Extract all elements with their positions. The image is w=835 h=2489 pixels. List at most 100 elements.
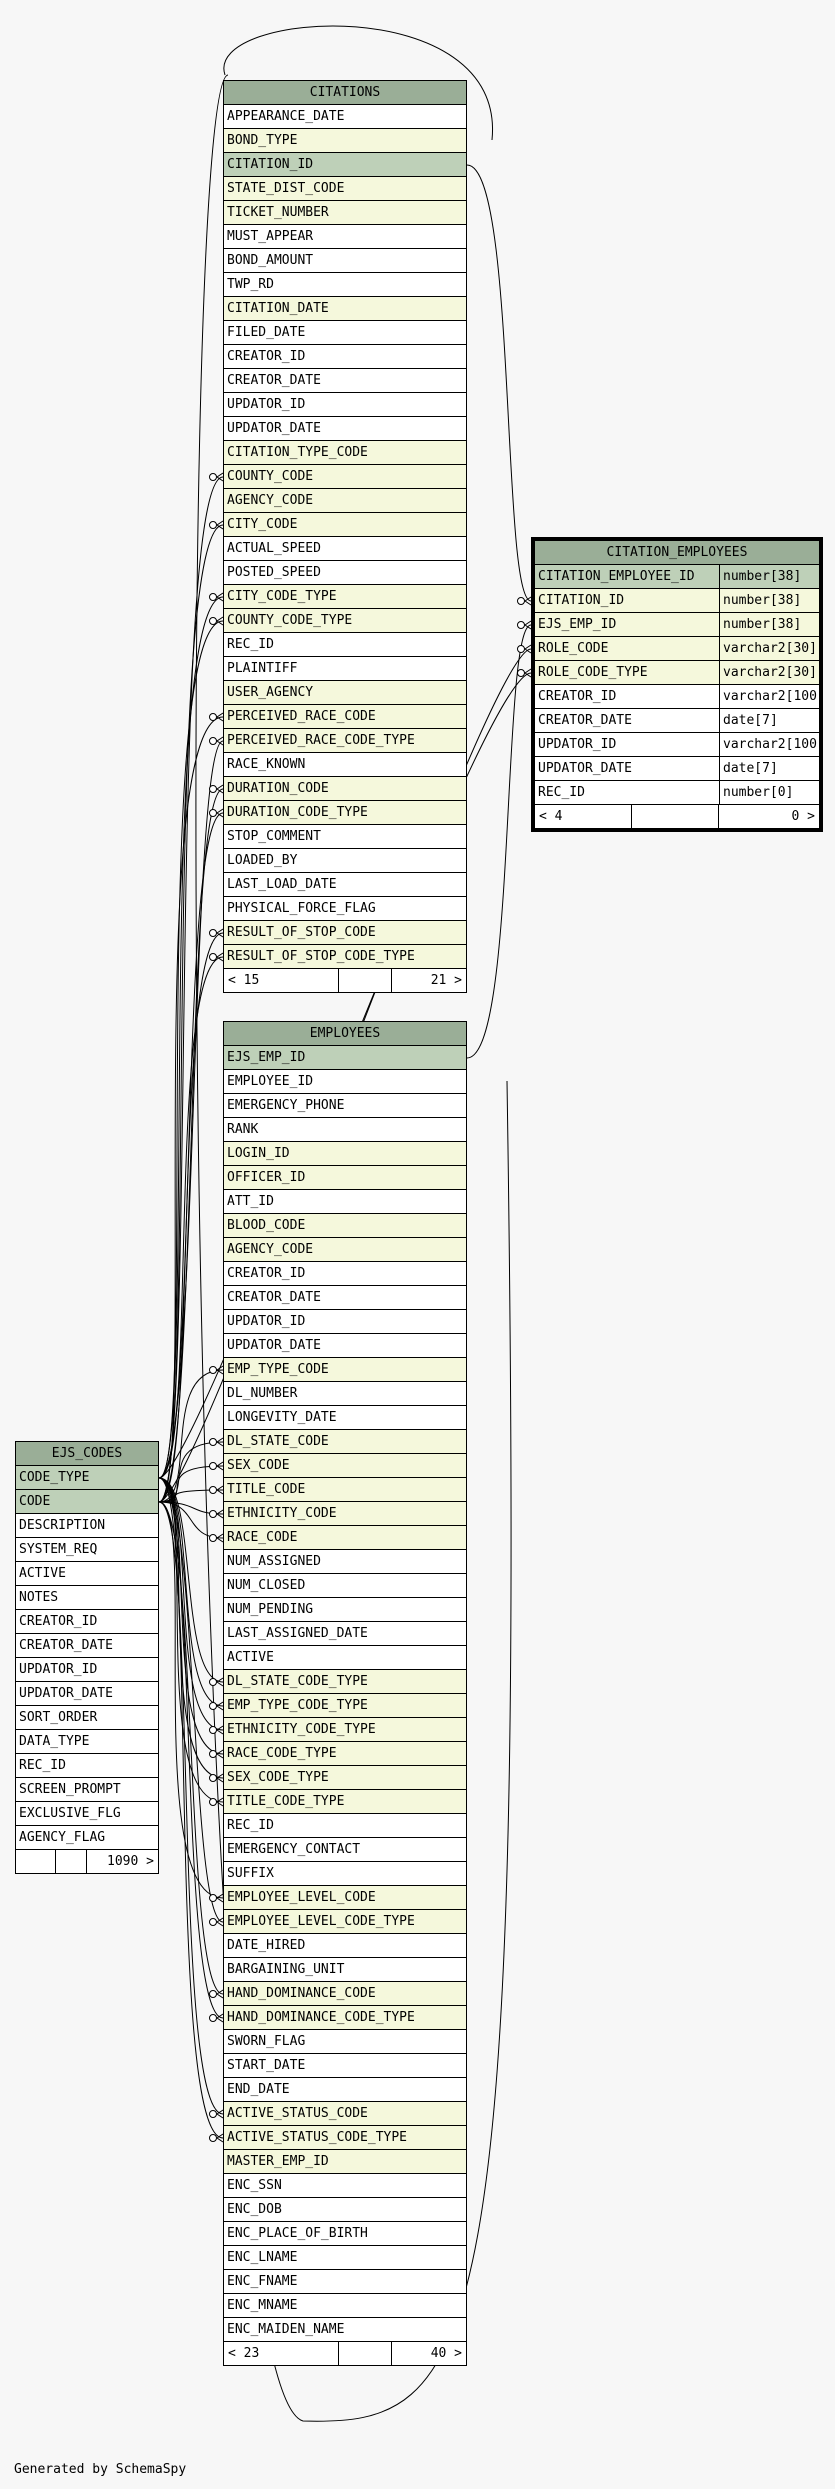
column-row-bond-amount[interactable]: BOND_AMOUNT xyxy=(224,249,466,273)
column-row-longevity-date[interactable]: LONGEVITY_DATE xyxy=(224,1406,466,1430)
column-row-race-code-type[interactable]: RACE_CODE_TYPE xyxy=(224,1742,466,1766)
column-row-active[interactable]: ACTIVE xyxy=(16,1562,158,1586)
column-row-suffix[interactable]: SUFFIX xyxy=(224,1862,466,1886)
column-row-citation-type-code[interactable]: CITATION_TYPE_CODE xyxy=(224,441,466,465)
column-row-ethnicity-code[interactable]: ETHNICITY_CODE xyxy=(224,1502,466,1526)
column-row-bargaining-unit[interactable]: BARGAINING_UNIT xyxy=(224,1958,466,1982)
column-row-agency-flag[interactable]: AGENCY_FLAG xyxy=(16,1826,158,1850)
column-row-dl-state-code-type[interactable]: DL_STATE_CODE_TYPE xyxy=(224,1670,466,1694)
column-row-rec-id[interactable]: REC_ID xyxy=(224,1814,466,1838)
column-row-rec-id[interactable]: REC_ID xyxy=(224,633,466,657)
column-row-updator-id[interactable]: UPDATOR_ID xyxy=(224,1310,466,1334)
column-row-enc-dob[interactable]: ENC_DOB xyxy=(224,2198,466,2222)
column-row-hand-dominance-code[interactable]: HAND_DOMINANCE_CODE xyxy=(224,1982,466,2006)
column-row-stop-comment[interactable]: STOP_COMMENT xyxy=(224,825,466,849)
column-row-city-code[interactable]: CITY_CODE xyxy=(224,513,466,537)
column-row-result-of-stop-code-type[interactable]: RESULT_OF_STOP_CODE_TYPE xyxy=(224,945,466,969)
column-row-user-agency[interactable]: USER_AGENCY xyxy=(224,681,466,705)
column-row-employee-level-code[interactable]: EMPLOYEE_LEVEL_CODE xyxy=(224,1886,466,1910)
column-row-last-load-date[interactable]: LAST_LOAD_DATE xyxy=(224,873,466,897)
column-row-perceived-race-code-type[interactable]: PERCEIVED_RACE_CODE_TYPE xyxy=(224,729,466,753)
footer-children[interactable]: 1090 > xyxy=(107,1854,154,1869)
column-row-date-hired[interactable]: DATE_HIRED xyxy=(224,1934,466,1958)
table-title[interactable]: EMPLOYEES xyxy=(224,1022,466,1046)
column-row-creator-id[interactable]: CREATOR_ID xyxy=(16,1610,158,1634)
column-row-county-code-type[interactable]: COUNTY_CODE_TYPE xyxy=(224,609,466,633)
column-row-data-type[interactable]: DATA_TYPE xyxy=(16,1730,158,1754)
column-row-race-known[interactable]: RACE_KNOWN xyxy=(224,753,466,777)
column-row-rec-id[interactable]: REC_ID xyxy=(16,1754,158,1778)
footer-parents[interactable] xyxy=(16,1850,56,1873)
column-row-creator-id[interactable]: CREATOR_ID xyxy=(224,345,466,369)
footer-children[interactable]: 40 > xyxy=(430,2346,462,2361)
column-row-num-closed[interactable]: NUM_CLOSED xyxy=(224,1574,466,1598)
column-row-sex-code-type[interactable]: SEX_CODE_TYPE xyxy=(224,1766,466,1790)
column-row-agency-code[interactable]: AGENCY_CODE xyxy=(224,1238,466,1262)
column-row-citation-id[interactable]: CITATION_ID xyxy=(224,153,466,177)
column-row-agency-code[interactable]: AGENCY_CODE xyxy=(224,489,466,513)
column-row-title-code-type[interactable]: TITLE_CODE_TYPE xyxy=(224,1790,466,1814)
column-row-emp-type-code-type[interactable]: EMP_TYPE_CODE_TYPE xyxy=(224,1694,466,1718)
column-row-bond-type[interactable]: BOND_TYPE xyxy=(224,129,466,153)
column-row-ethnicity-code-type[interactable]: ETHNICITY_CODE_TYPE xyxy=(224,1718,466,1742)
column-row-creator-date[interactable]: CREATOR_DATE xyxy=(224,369,466,393)
column-row-citation-date[interactable]: CITATION_DATE xyxy=(224,297,466,321)
column-row-end-date[interactable]: END_DATE xyxy=(224,2078,466,2102)
column-row-loaded-by[interactable]: LOADED_BY xyxy=(224,849,466,873)
column-row-code-type[interactable]: CODE_TYPE xyxy=(16,1466,158,1490)
column-row-ticket-number[interactable]: TICKET_NUMBER xyxy=(224,201,466,225)
footer-parents[interactable]: < 4 xyxy=(535,805,632,828)
column-row-screen-prompt[interactable]: SCREEN_PROMPT xyxy=(16,1778,158,1802)
column-row-att-id[interactable]: ATT_ID xyxy=(224,1190,466,1214)
column-row-twp-rd[interactable]: TWP_RD xyxy=(224,273,466,297)
column-row-active-status-code-type[interactable]: ACTIVE_STATUS_CODE_TYPE xyxy=(224,2126,466,2150)
column-row-perceived-race-code[interactable]: PERCEIVED_RACE_CODE xyxy=(224,705,466,729)
table-title[interactable]: CITATIONS xyxy=(224,81,466,105)
column-row-appearance-date[interactable]: APPEARANCE_DATE xyxy=(224,105,466,129)
column-row-active[interactable]: ACTIVE xyxy=(224,1646,466,1670)
column-row-duration-code-type[interactable]: DURATION_CODE_TYPE xyxy=(224,801,466,825)
column-row-emp-type-code[interactable]: EMP_TYPE_CODE xyxy=(224,1358,466,1382)
column-row-duration-code[interactable]: DURATION_CODE xyxy=(224,777,466,801)
column-row-exclusive-flg[interactable]: EXCLUSIVE_FLG xyxy=(16,1802,158,1826)
column-row-notes[interactable]: NOTES xyxy=(16,1586,158,1610)
column-row-filed-date[interactable]: FILED_DATE xyxy=(224,321,466,345)
column-row-system-req[interactable]: SYSTEM_REQ xyxy=(16,1538,158,1562)
column-row-description[interactable]: DESCRIPTION xyxy=(16,1514,158,1538)
column-row-posted-speed[interactable]: POSTED_SPEED xyxy=(224,561,466,585)
column-row-num-assigned[interactable]: NUM_ASSIGNED xyxy=(224,1550,466,1574)
column-row-emergency-contact[interactable]: EMERGENCY_CONTACT xyxy=(224,1838,466,1862)
table-title[interactable]: CITATION_EMPLOYEES xyxy=(535,541,819,565)
table-title[interactable]: EJS_CODES xyxy=(16,1442,158,1466)
column-row-creator-date[interactable]: CREATOR_DATE xyxy=(224,1286,466,1310)
footer-children[interactable]: 0 > xyxy=(791,809,815,824)
column-row-num-pending[interactable]: NUM_PENDING xyxy=(224,1598,466,1622)
column-row-login-id[interactable]: LOGIN_ID xyxy=(224,1142,466,1166)
column-row-blood-code[interactable]: BLOOD_CODE xyxy=(224,1214,466,1238)
column-row-updator-id[interactable]: UPDATOR_ID xyxy=(224,393,466,417)
column-row-code[interactable]: CODE xyxy=(16,1490,158,1514)
column-row-plaintiff[interactable]: PLAINTIFF xyxy=(224,657,466,681)
column-row-last-assigned-date[interactable]: LAST_ASSIGNED_DATE xyxy=(224,1622,466,1646)
footer-parents[interactable]: < 15 xyxy=(224,969,339,992)
column-row-sort-order[interactable]: SORT_ORDER xyxy=(16,1706,158,1730)
column-row-officer-id[interactable]: OFFICER_ID xyxy=(224,1166,466,1190)
column-row-emergency-phone[interactable]: EMERGENCY_PHONE xyxy=(224,1094,466,1118)
column-row-start-date[interactable]: START_DATE xyxy=(224,2054,466,2078)
column-row-result-of-stop-code[interactable]: RESULT_OF_STOP_CODE xyxy=(224,921,466,945)
column-row-sex-code[interactable]: SEX_CODE xyxy=(224,1454,466,1478)
column-row-updator-date[interactable]: UPDATOR_DATE xyxy=(16,1682,158,1706)
column-row-active-status-code[interactable]: ACTIVE_STATUS_CODE xyxy=(224,2102,466,2126)
